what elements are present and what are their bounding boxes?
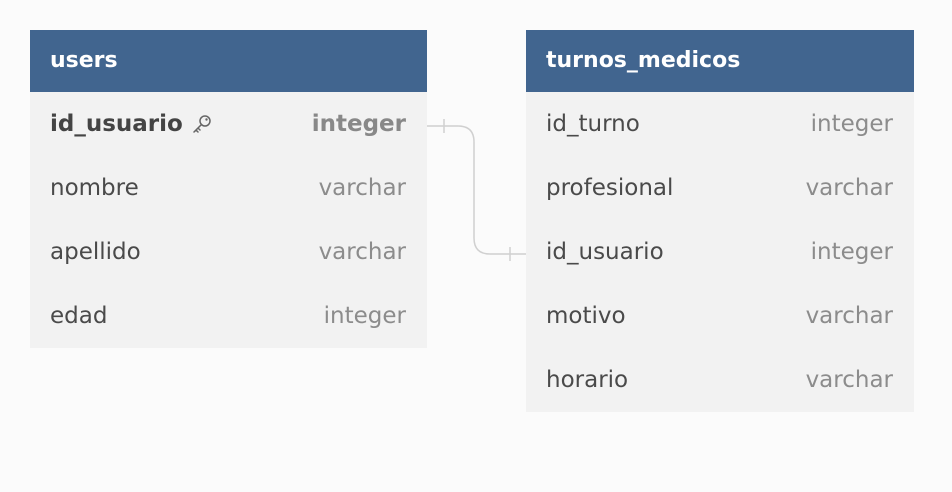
column-name: nombre [50, 175, 139, 201]
column-type: varchar [805, 303, 893, 329]
column-type: varchar [805, 367, 893, 393]
column-type: varchar [318, 239, 406, 265]
column-type: varchar [318, 175, 406, 201]
column-row-horario[interactable]: horario varchar [526, 348, 914, 412]
column-row-apellido[interactable]: apellido varchar [30, 220, 427, 284]
column-row-id_turno[interactable]: id_turno integer [526, 92, 914, 156]
key-icon [193, 115, 211, 133]
column-name: profesional [546, 175, 674, 201]
column-name: id_turno [546, 111, 640, 137]
column-type: integer [810, 239, 893, 265]
column-type: integer [323, 303, 406, 329]
column-row-profesional[interactable]: profesional varchar [526, 156, 914, 220]
column-row-id_usuario[interactable]: id_usuario integer [526, 220, 914, 284]
table-turnos-medicos[interactable]: turnos_medicos id_turno integer profesio… [526, 30, 914, 412]
column-type: integer [810, 111, 893, 137]
column-name: id_usuario [546, 239, 664, 265]
column-row-id_usuario[interactable]: id_usuario integer [30, 92, 427, 156]
table-users[interactable]: users id_usuario integer nombre varchar … [30, 30, 427, 348]
table-header[interactable]: users [30, 30, 427, 92]
column-name: motivo [546, 303, 626, 329]
column-name: edad [50, 303, 108, 329]
column-type: integer [311, 111, 406, 137]
column-name-cell: id_usuario [50, 111, 213, 137]
table-header[interactable]: turnos_medicos [526, 30, 914, 92]
column-name: apellido [50, 239, 141, 265]
column-name: horario [546, 367, 629, 393]
column-type: varchar [805, 175, 893, 201]
column-row-edad[interactable]: edad integer [30, 284, 427, 348]
column-name: id_usuario [50, 111, 183, 137]
column-row-motivo[interactable]: motivo varchar [526, 284, 914, 348]
column-row-nombre[interactable]: nombre varchar [30, 156, 427, 220]
